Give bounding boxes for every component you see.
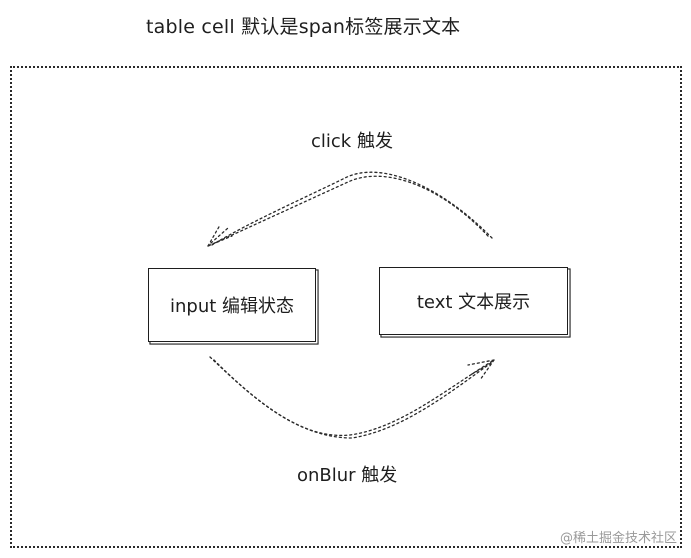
watermark: @稀土掘金技术社区 [559,531,677,546]
click-trigger-label: click 触发 [311,131,393,152]
dotted-frame [10,66,682,548]
diagram-title: table cell 默认是span标签展示文本 [146,16,461,38]
input-node-label: input 编辑状态 [169,296,295,317]
input-edit-state-node: input 编辑状态 [148,268,316,342]
blur-trigger-label: onBlur 触发 [297,465,398,486]
text-node-label: text 文本展示 [416,292,531,313]
text-display-node: text 文本展示 [379,267,568,335]
